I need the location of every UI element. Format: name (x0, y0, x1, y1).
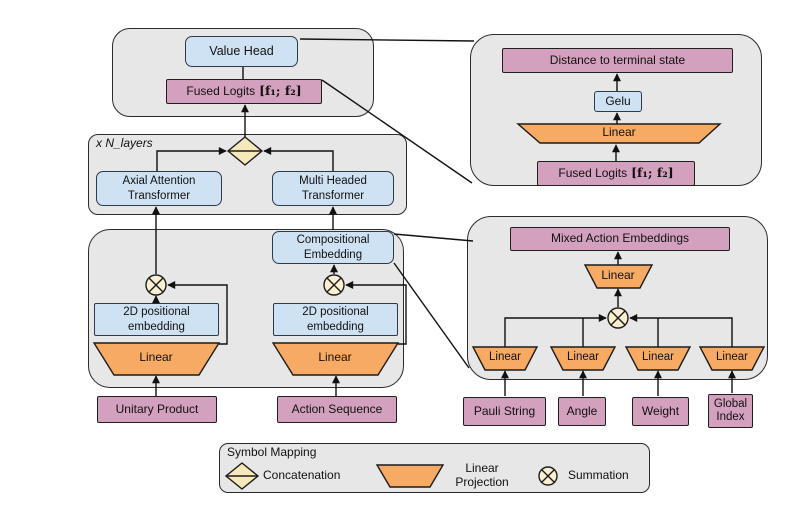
compositional-embedding-label: Compositional Embedding (296, 234, 370, 261)
fused-logits-box: Fused Logits [f₁; f₂] (166, 79, 322, 104)
linear-input-2-label: Linear (567, 350, 599, 363)
unitary-product-box: Unitary Product (97, 396, 217, 423)
fused-logits-right-box: Fused Logits [f₁; f₂] (537, 161, 695, 186)
fused-logits-right-label: Fused Logits (558, 165, 628, 180)
pauli-string-label: Pauli String (473, 403, 536, 418)
pos-embedding-right-box: 2D positional embedding (273, 303, 398, 336)
linear-right-label: Linear (318, 350, 352, 365)
detail-connector-bottom-2 (393, 262, 470, 369)
angle-label: Angle (566, 403, 598, 418)
linear-out-label: Linear (601, 268, 635, 283)
fused-logits-math: [f₁; f₂] (259, 83, 302, 99)
value-head-label: Value Head (209, 43, 274, 58)
pos-embedding-left-label: 2D positional embedding (123, 306, 190, 333)
multi-headed-box: Multi Headed Transformer (272, 171, 394, 206)
n-layers-tag: x N_layers (96, 136, 153, 150)
pos-embedding-left-box: 2D positional embedding (94, 303, 219, 336)
legend-summation-label: Summation (568, 468, 629, 483)
legend-linear-projection-label: Linear Projection (455, 461, 509, 489)
linear-input-3-label: Linear (642, 350, 674, 363)
linear-value-detail-label: Linear (602, 125, 636, 140)
multi-headed-label: Multi Headed Transformer (299, 175, 367, 202)
legend-title: Symbol Mapping (227, 445, 317, 460)
angle-box: Angle (558, 397, 606, 426)
linear-left-label: Linear (139, 350, 173, 365)
axial-attention-box: Axial Attention Transformer (96, 171, 222, 206)
pauli-string-box: Pauli String (463, 397, 546, 426)
mixed-action-box: Mixed Action Embeddings (510, 227, 730, 251)
action-sequence-box: Action Sequence (277, 396, 397, 423)
action-sequence-label: Action Sequence (291, 401, 383, 416)
linear-input-1-label: Linear (489, 350, 521, 363)
mixed-action-label: Mixed Action Embeddings (550, 231, 690, 246)
distance-terminal-label: Distance to terminal state (549, 52, 686, 67)
value-head-box: Value Head (185, 36, 298, 67)
fused-logits-label: Fused Logits (186, 83, 256, 98)
detail-connector-bottom-1 (393, 233, 474, 242)
weight-label: Weight (641, 403, 680, 418)
global-index-label: Global Index (713, 397, 748, 423)
pos-embedding-right-label: 2D positional embedding (302, 306, 369, 333)
distance-terminal-box: Distance to terminal state (502, 48, 733, 73)
unitary-product-label: Unitary Product (115, 401, 199, 416)
fused-logits-right-math: [f₁; f₂] (631, 165, 674, 181)
linear-input-4-label: Linear (716, 350, 748, 363)
gelu-box: Gelu (594, 91, 642, 112)
weight-box: Weight (632, 397, 689, 426)
global-index-box: Global Index (708, 394, 753, 428)
compositional-embedding-box: Compositional Embedding (272, 231, 394, 264)
gelu-label: Gelu (605, 94, 631, 109)
axial-attention-label: Axial Attention Transformer (122, 175, 196, 202)
legend-concatenation-label: Concatenation (263, 468, 341, 483)
